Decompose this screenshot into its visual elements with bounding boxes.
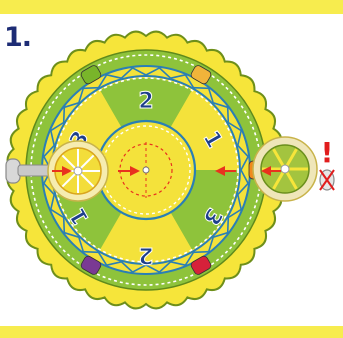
truss-strut xyxy=(64,107,65,122)
step-number: 1. xyxy=(4,22,31,53)
truss-strut xyxy=(83,88,98,89)
truss-strut xyxy=(83,252,98,253)
warning-icon: ! xyxy=(321,136,334,169)
crossed-pin-icon xyxy=(320,170,334,190)
truss-strut xyxy=(228,107,229,122)
small-wheel-right-icon xyxy=(253,137,317,201)
truss-strut xyxy=(194,88,209,89)
truss-strut xyxy=(228,218,229,233)
segment-number: 2 xyxy=(138,89,153,114)
truss-strut xyxy=(194,252,209,253)
segment-number: 2 xyxy=(138,242,153,267)
center-hole xyxy=(143,167,149,173)
truss-strut xyxy=(64,218,65,233)
